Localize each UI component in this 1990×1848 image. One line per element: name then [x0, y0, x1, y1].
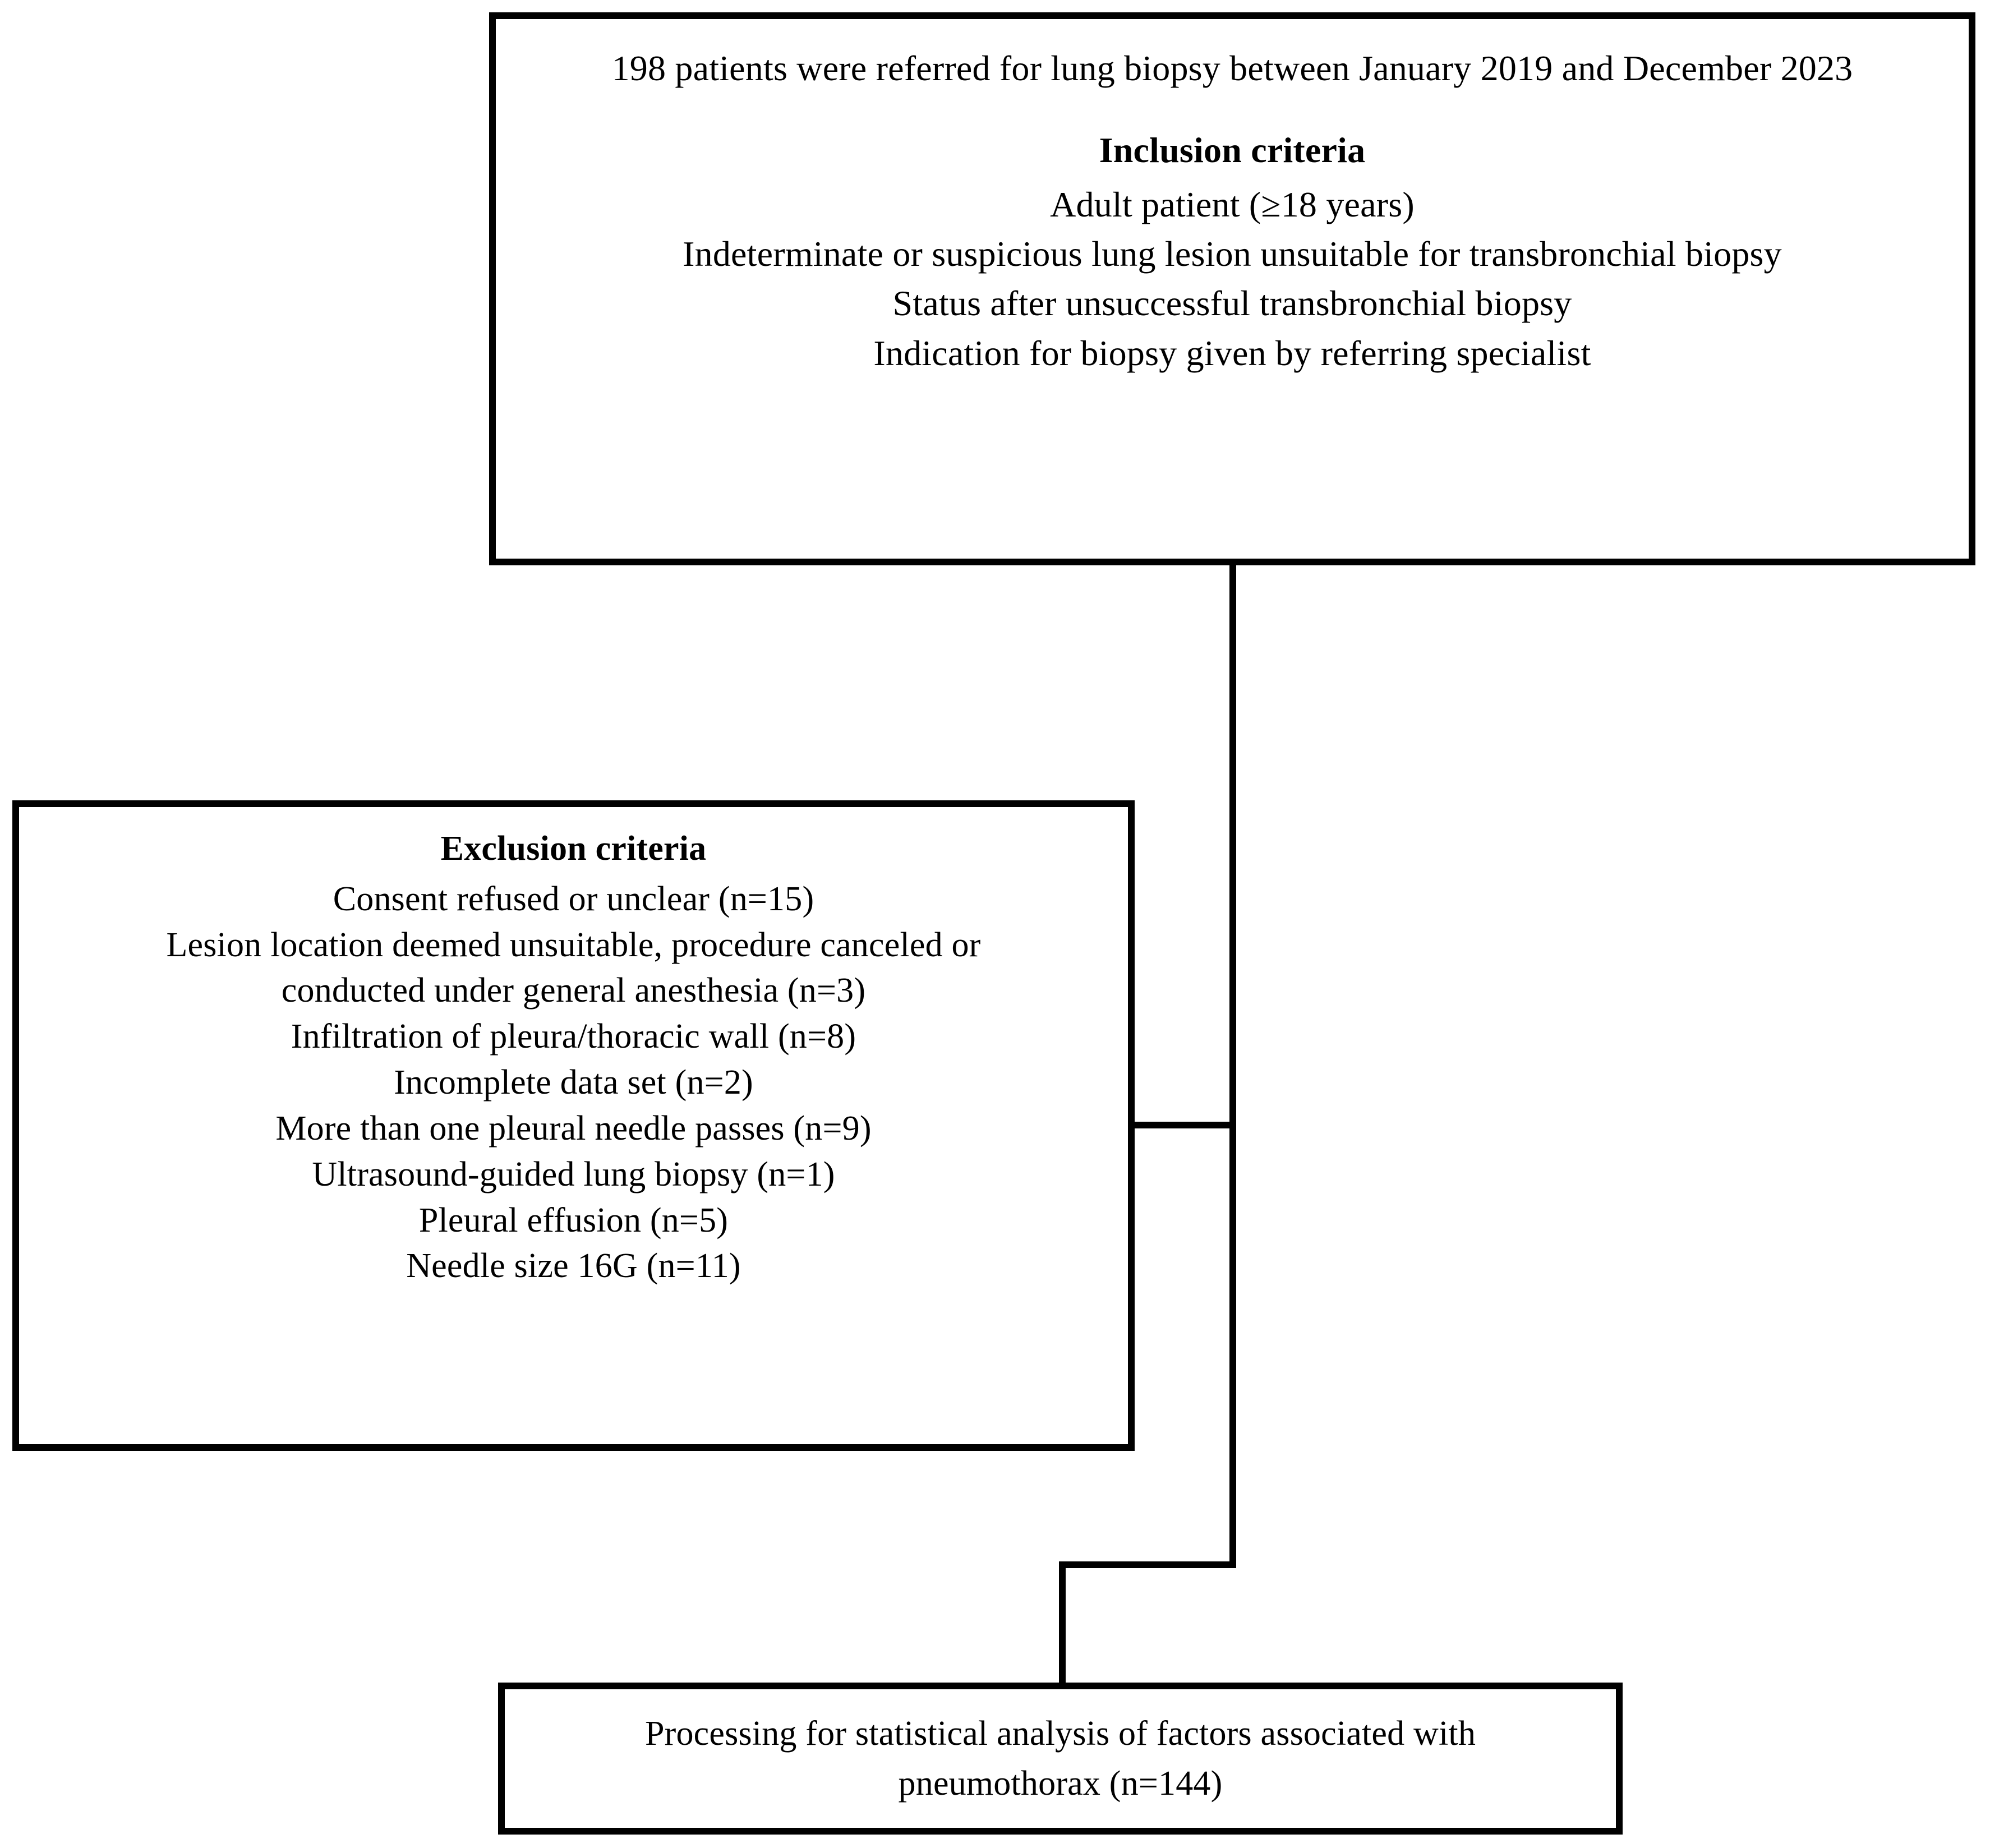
exclusion-criterion-consent-refused: Consent refused or unclear (n=15): [333, 879, 814, 918]
exclusion-criterion-lesion-location-unsuitable: Lesion location deemed unsuitable, proce…: [166, 925, 981, 1010]
inclusion-criteria-title: Inclusion criteria: [1099, 130, 1366, 170]
exclusion-criteria-box: Exclusion criteria Consent refused or un…: [12, 800, 1135, 1451]
connector-trunk-jog: [1059, 1561, 1236, 1568]
outcome-text-line-1: Processing for statistical analysis of f…: [644, 1715, 1476, 1753]
referred-patients-heading: 198 patients were referred for lung biop…: [611, 48, 1853, 88]
inclusion-criteria-box: 198 patients were referred for lung biop…: [489, 12, 1975, 565]
exclusion-criterion-ultrasound-guided: Ultrasound-guided lung biopsy (n=1): [312, 1155, 835, 1193]
exclusion-criterion-multiple-pleural-passes: More than one pleural needle passes (n=9…: [275, 1109, 872, 1147]
exclusion-criterion-pleural-effusion: Pleural effusion (n=5): [418, 1201, 729, 1239]
exclusion-criteria-title: Exclusion criteria: [440, 829, 707, 868]
exclusion-criterion-needle-size-16g: Needle size 16G (n=11): [406, 1247, 741, 1285]
connector-inclusion-to-trunk: [1229, 561, 1236, 1568]
inclusion-criterion-indeterminate-lesion: Indeterminate or suspicious lung lesion …: [683, 233, 1782, 274]
exclusion-criterion-infiltration-pleura: Infiltration of pleura/thoracic wall (n=…: [291, 1017, 856, 1056]
connector-trunk-to-outcome: [1059, 1561, 1066, 1686]
inclusion-criterion-unsuccessful-transbronchial: Status after unsuccessful transbronchial…: [892, 283, 1572, 324]
connector-exclusion-branch: [1130, 1122, 1234, 1128]
inclusion-criterion-adult-patient: Adult patient (≥18 years): [1050, 184, 1415, 224]
exclusion-criterion-incomplete-data-set: Incomplete data set (n=2): [394, 1063, 753, 1102]
statistical-analysis-box: Processing for statistical analysis of f…: [498, 1683, 1623, 1835]
inclusion-criterion-indication-by-specialist: Indication for biopsy given by referring…: [873, 333, 1591, 373]
outcome-text-line-2: pneumothorax (n=144): [898, 1764, 1223, 1803]
